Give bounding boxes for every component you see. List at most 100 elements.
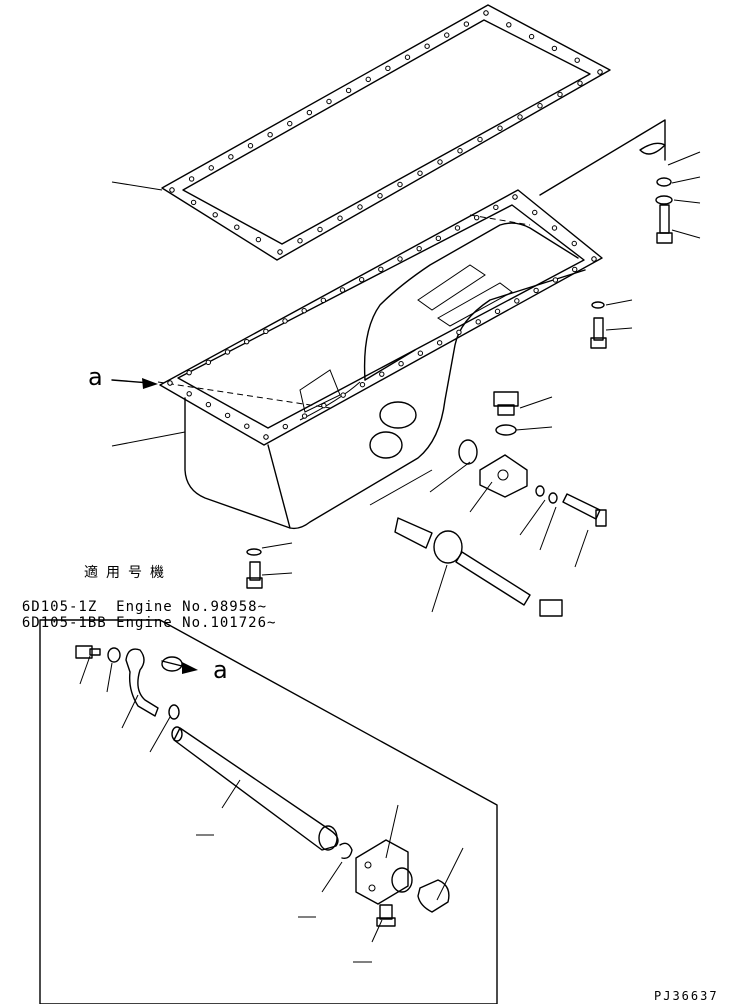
bolt-hole — [234, 224, 240, 230]
bolt-hole — [454, 225, 461, 231]
pan-hardware — [246, 119, 673, 617]
view-marker-top: a — [88, 363, 103, 391]
leader-line — [671, 229, 701, 239]
bolt-hole — [417, 170, 423, 176]
bolt-hole — [365, 76, 371, 83]
leader-line — [574, 529, 589, 568]
leader-line — [469, 481, 493, 513]
bolt-hole — [533, 287, 539, 294]
bolt-hole — [186, 369, 192, 376]
bolt-hole — [385, 65, 391, 72]
bolt-hole — [437, 159, 443, 165]
bolt-hole — [494, 308, 501, 315]
leader-line — [261, 572, 293, 576]
bolt-hole — [228, 154, 234, 160]
bolt-hole — [378, 266, 384, 273]
bolt-hole — [321, 402, 327, 409]
bolt-hole — [340, 392, 346, 398]
leader-line — [673, 199, 701, 204]
leader-line — [79, 655, 91, 685]
bolt-hole — [397, 181, 403, 188]
leader-line — [671, 176, 701, 184]
bolt-hole — [320, 297, 327, 304]
bolt-hole — [557, 91, 563, 98]
arrows — [111, 378, 198, 674]
bolt-hole — [357, 204, 363, 210]
bolt-hole — [243, 338, 250, 345]
leader-line — [515, 426, 553, 431]
leader-line — [605, 299, 633, 306]
bolt-hole — [475, 319, 481, 325]
applicability-line-2: 6D105-1BB Engine No.101726~ — [3, 599, 276, 631]
bolt-hole — [416, 245, 422, 252]
leader-line — [321, 861, 343, 893]
bolt-hole — [397, 256, 403, 262]
oil-pan-gasket — [161, 4, 611, 261]
bolt-hole — [493, 204, 499, 211]
bolt-hole — [277, 249, 283, 255]
bolt-hole — [244, 423, 250, 429]
bolt-hole — [190, 199, 197, 206]
bolt-hole — [574, 57, 580, 63]
bolt-hole — [359, 381, 366, 388]
leader-line — [111, 181, 163, 191]
bolt-hole — [358, 276, 365, 283]
applicability-line-1: 6D105-1Z Engine No.98958~ — [3, 583, 267, 615]
bolt-hole — [267, 131, 273, 138]
bolt-hole — [512, 194, 518, 200]
model-2: 6D105-1BB — [21, 615, 107, 631]
bolt-hole — [398, 361, 404, 367]
bolt-hole — [205, 359, 212, 366]
leader-line — [429, 461, 471, 493]
bolt-hole — [514, 298, 520, 304]
bolt-hole — [301, 413, 308, 419]
callout-dashes — [196, 834, 372, 963]
bolt-hole — [263, 328, 269, 335]
bolt-hole — [537, 103, 543, 109]
leader-line — [385, 804, 399, 859]
bolt-hole — [306, 109, 313, 116]
leader-line — [667, 151, 701, 166]
bolt-hole — [287, 120, 293, 127]
bolt-hole — [517, 114, 523, 120]
bolt-hole — [417, 350, 424, 356]
bolt-hole — [169, 187, 175, 193]
bolt-hole — [205, 401, 212, 408]
bolt-hole — [477, 136, 483, 143]
bolt-hole — [532, 209, 538, 216]
model-1: 6D105-1Z — [21, 599, 98, 615]
leader-line — [605, 327, 633, 331]
bolt-hole — [528, 33, 535, 40]
bolt-hole — [337, 215, 343, 221]
bolt-hole — [212, 212, 218, 218]
bolt-hole — [282, 423, 288, 430]
engine-1: Engine No.98958~ — [116, 599, 268, 615]
leader-line — [431, 564, 448, 613]
bolt-hole — [188, 176, 195, 182]
bolt-hole — [463, 21, 470, 27]
bolt-hole — [167, 380, 173, 386]
bolt-hole — [263, 434, 269, 440]
leader-line — [149, 716, 171, 753]
detail-view-frame — [39, 619, 498, 1004]
bolt-hole — [577, 80, 583, 86]
oil-pan — [157, 189, 603, 530]
leader-line — [519, 396, 553, 409]
bolt-hole — [506, 22, 512, 28]
bolt-hole — [571, 240, 577, 247]
leader-line — [539, 506, 557, 551]
view-marker-detail: a — [213, 656, 228, 684]
bolt-hole — [282, 318, 288, 324]
bolt-hole — [435, 235, 442, 242]
bolt-hole — [497, 125, 503, 131]
applicability-heading: 適用号機 — [84, 565, 172, 581]
leader-line — [519, 499, 546, 536]
leader-line — [121, 694, 139, 729]
engine-2: Engine No.101726~ — [116, 615, 277, 631]
bolt-hole — [247, 143, 254, 149]
leader-lines — [79, 151, 701, 943]
bolt-hole — [317, 226, 323, 233]
bolt-hole — [339, 287, 346, 293]
bolt-hole — [224, 412, 231, 419]
